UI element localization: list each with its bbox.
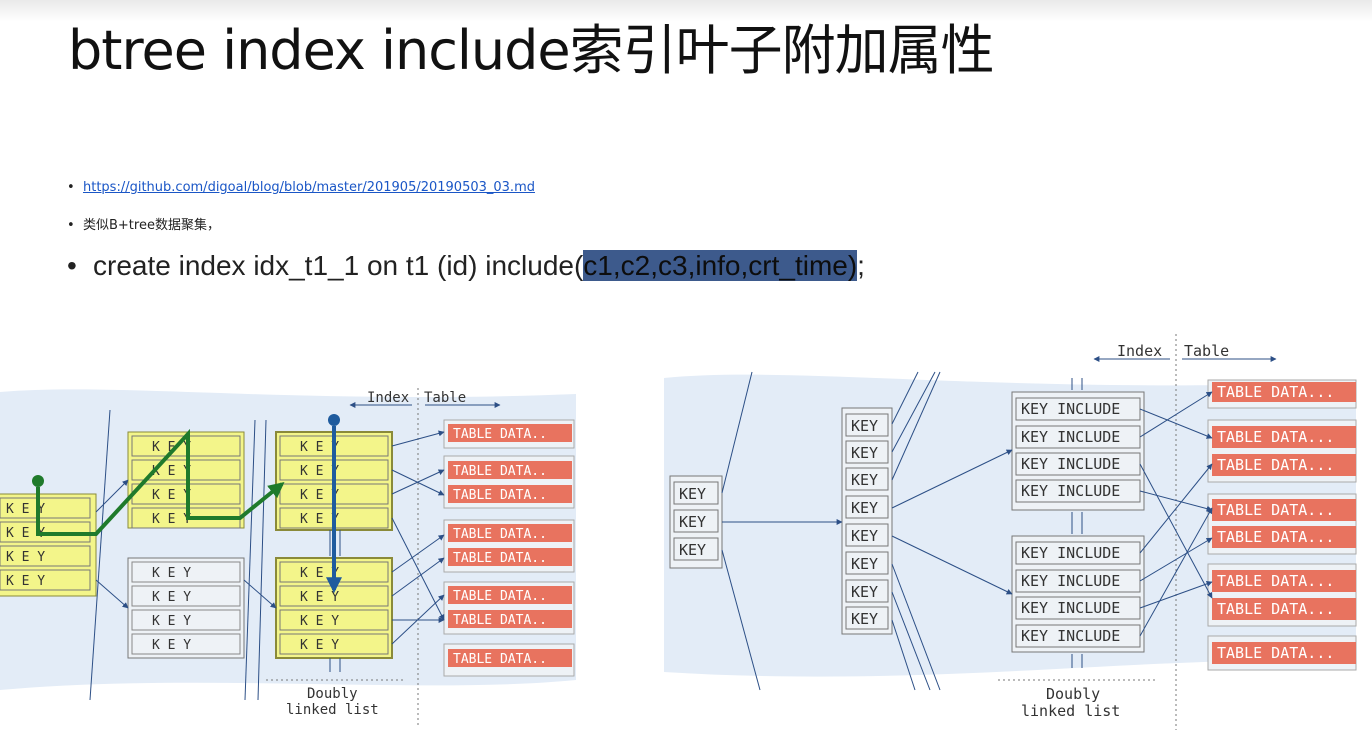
slide-title: btree index include索引叶子附加属性	[68, 19, 995, 82]
right-table-data-label: TABLE DATA...	[1217, 383, 1334, 401]
svg-text:TABLE DATA..: TABLE DATA..	[453, 613, 547, 628]
svg-text:K E Y: K E Y	[6, 502, 45, 517]
svg-text:KEY: KEY	[851, 527, 878, 545]
bullet-note: • 类似B+tree数据聚集，	[67, 214, 220, 233]
right-header-table: Table	[1184, 342, 1229, 360]
svg-text:KEY INCLUDE: KEY INCLUDE	[1021, 627, 1120, 645]
svg-text:TABLE DATA..: TABLE DATA..	[453, 464, 547, 479]
svg-text:KEY: KEY	[679, 513, 706, 531]
note-text: 类似B+tree数据聚集，	[83, 218, 220, 233]
svg-text:TABLE DATA..: TABLE DATA..	[453, 527, 547, 542]
svg-text:KEY: KEY	[851, 499, 878, 517]
right-header-index: Index	[1117, 342, 1162, 360]
svg-text:KEY: KEY	[851, 555, 878, 573]
code-suffix: ;	[857, 250, 865, 281]
right-table-data-blocks: TABLE DATA... TABLE DATA... TABLE DATA..…	[1207, 379, 1357, 671]
code-highlight: c1,c2,c3,info,crt_time)	[583, 250, 858, 281]
svg-text:KEY INCLUDE: KEY INCLUDE	[1021, 544, 1120, 562]
left-table-data-blocks: TABLE DATA.. TABLE DATA.. TABLE DATA.. T…	[443, 419, 575, 677]
left-diagram: Index Table Doubly linked list K E Y K E…	[0, 378, 576, 728]
svg-text:TABLE DATA..: TABLE DATA..	[453, 488, 547, 503]
svg-text:KEY: KEY	[851, 471, 878, 489]
code-prefix: create index idx_t1_1 on t1 (id) include…	[93, 250, 584, 281]
svg-text:TABLE DATA...: TABLE DATA...	[1217, 600, 1334, 618]
left-search-path	[32, 414, 342, 594]
svg-text:K E Y: K E Y	[152, 566, 191, 581]
svg-text:TABLE DATA...: TABLE DATA...	[1217, 428, 1334, 446]
right-leaf-node-upper: KEY INCLUDE KEY INCLUDE KEY INCLUDE KEY …	[1011, 391, 1145, 511]
left-header-table: Table	[424, 390, 466, 406]
svg-text:KEY INCLUDE: KEY INCLUDE	[1021, 599, 1120, 617]
left-header-index: Index	[367, 390, 409, 406]
svg-text:K E Y: K E Y	[300, 512, 339, 527]
right-footer-line2: linked list	[1021, 702, 1120, 720]
bullet-link: • https://github.com/digoal/blog/blob/mas…	[67, 180, 535, 195]
svg-text:K E Y: K E Y	[300, 464, 339, 479]
svg-text:KEY INCLUDE: KEY INCLUDE	[1021, 572, 1120, 590]
svg-text:KEY INCLUDE: KEY INCLUDE	[1021, 482, 1120, 500]
svg-text:K E Y: K E Y	[6, 574, 45, 589]
svg-text:TABLE DATA..: TABLE DATA..	[453, 652, 547, 667]
svg-text:TABLE DATA..: TABLE DATA..	[453, 589, 547, 604]
left-table-data-label: TABLE DATA..	[453, 427, 547, 442]
svg-text:K E Y: K E Y	[300, 590, 339, 605]
svg-text:K E Y: K E Y	[152, 464, 191, 479]
left-internal-node-gray: K E Y K E Y K E Y K E Y	[127, 557, 245, 659]
svg-text:K E Y: K E Y	[152, 512, 191, 527]
svg-text:K E Y: K E Y	[152, 590, 191, 605]
svg-text:TABLE DATA...: TABLE DATA...	[1217, 501, 1334, 519]
right-footer-line1: Doubly	[1046, 685, 1100, 703]
right-include-label: KEY INCLUDE	[1021, 400, 1120, 418]
left-footer-line1: Doubly	[307, 686, 358, 702]
svg-text:TABLE DATA...: TABLE DATA...	[1217, 572, 1334, 590]
svg-text:KEY: KEY	[679, 541, 706, 559]
left-root-node: K E Y K E Y K E Y K E Y	[0, 493, 97, 597]
svg-text:K E Y: K E Y	[300, 488, 339, 503]
left-footer-line2: linked list	[286, 702, 379, 718]
svg-text:K E Y: K E Y	[152, 638, 191, 653]
svg-text:TABLE DATA...: TABLE DATA...	[1217, 456, 1334, 474]
bullet-dot: •	[67, 218, 75, 233]
svg-text:KEY: KEY	[851, 610, 878, 628]
right-key-label: KEY	[679, 485, 706, 503]
right-diagram: Index Table Doubly linked list KEY KEY K…	[664, 326, 1357, 732]
svg-text:K E Y: K E Y	[300, 614, 339, 629]
svg-text:K E Y: K E Y	[300, 638, 339, 653]
svg-text:KEY INCLUDE: KEY INCLUDE	[1021, 428, 1120, 446]
left-leaf-node-lower: K E Y K E Y K E Y K E Y	[275, 557, 393, 659]
bullet-dot: •	[67, 180, 75, 195]
right-connectors	[721, 371, 1213, 691]
right-internal-node: KEY KEY KEY KEY KEY KEY KEY KEY	[841, 407, 893, 635]
right-leaf-node-lower: KEY INCLUDE KEY INCLUDE KEY INCLUDE KEY …	[1011, 535, 1145, 653]
left-connectors	[89, 409, 445, 701]
bullet-code: • create index idx_t1_1 on t1 (id) includ…	[67, 250, 865, 282]
bullet-dot: •	[67, 250, 77, 281]
svg-text:KEY INCLUDE: KEY INCLUDE	[1021, 455, 1120, 473]
svg-text:K E Y: K E Y	[152, 614, 191, 629]
blog-link[interactable]: https://github.com/digoal/blog/blob/mast…	[83, 180, 535, 195]
svg-text:K E Y: K E Y	[152, 488, 191, 503]
right-root-node: KEY KEY KEY	[669, 475, 723, 569]
svg-text:KEY: KEY	[851, 583, 878, 601]
svg-text:TABLE DATA...: TABLE DATA...	[1217, 644, 1334, 662]
slide-top-shade	[0, 0, 1372, 22]
svg-text:K E Y: K E Y	[6, 550, 45, 565]
svg-text:TABLE DATA..: TABLE DATA..	[453, 551, 547, 566]
svg-text:K E Y: K E Y	[6, 526, 45, 541]
svg-text:K E Y: K E Y	[300, 440, 339, 455]
svg-text:KEY: KEY	[851, 417, 878, 435]
svg-text:TABLE DATA...: TABLE DATA...	[1217, 528, 1334, 546]
svg-text:KEY: KEY	[851, 444, 878, 462]
